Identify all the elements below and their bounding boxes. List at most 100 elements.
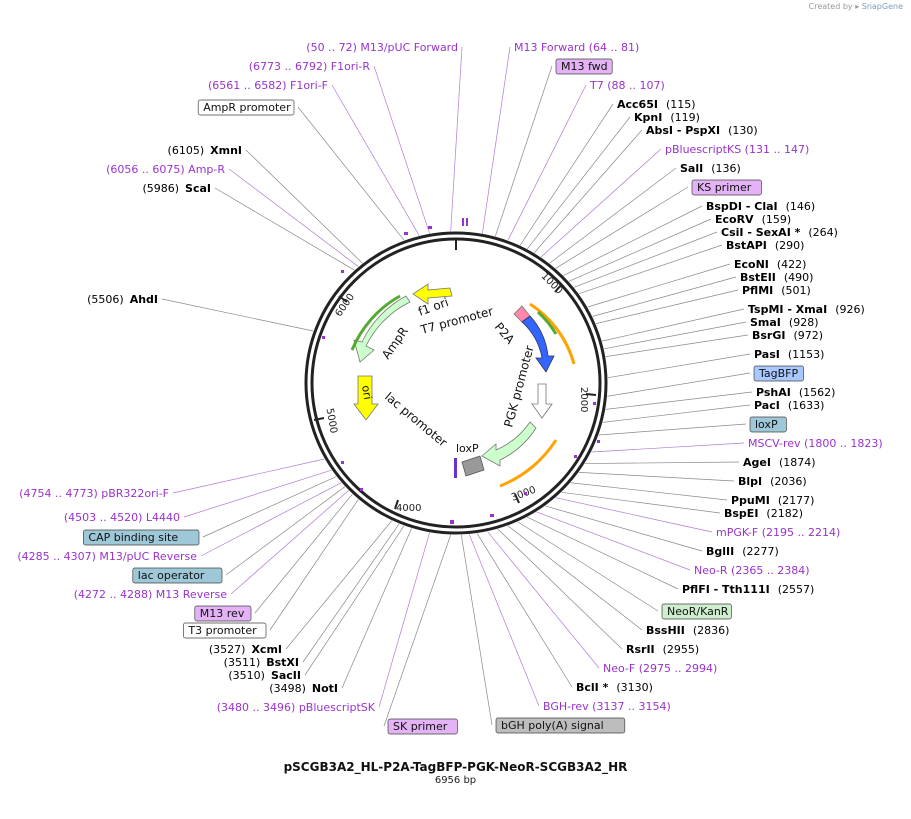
enzyme-label-noti: (3498)NotI [269,682,338,695]
svg-text:lac operator: lac operator [138,569,205,582]
leader-line [507,525,643,631]
feature-box-cap-binding-site: CAP binding site [83,529,200,546]
primer-label-bgh-rev-3137-3154: BGH-rev (3137 .. 3154) [543,700,671,713]
svg-text:M13 fwd: M13 fwd [561,60,608,73]
label-loxp: loxP [456,442,479,455]
feature-box-lac-operator: lac operator [132,567,223,584]
leader-line [604,321,747,350]
leader-line [495,65,553,237]
feature-box-neor-kanr: NeoR/KanR [661,603,732,620]
leader-line [302,523,400,663]
enzyme-label-absi-pspxi: AbsI - PspXI(130) [646,124,758,137]
primer-site-marks [322,218,600,524]
leader-line [214,187,355,271]
leader-line [254,493,353,614]
enzyme-label-bsteii: BstEII(490) [740,271,813,284]
leader-line [172,458,325,494]
enzyme-label-ppumi: PpuMI(2177) [731,494,814,507]
leader-line [245,149,363,264]
svg-text:KS primer: KS primer [697,181,752,194]
leader-line [482,46,511,234]
primer-label-50-72-m13-puc-forward: (50 .. 72) M13/pUC Forward [306,41,458,54]
tick-3000: 3000 [510,485,538,504]
primer-arrows [350,294,576,488]
label-ori: ori [359,384,374,400]
leader-line [487,531,600,669]
leader-line [545,505,703,552]
label-p2a: P2A [492,320,518,347]
leader-line [561,491,721,514]
primer-label-pbluescriptks-131-147: pBluescriptKS (131 .. 147) [665,143,809,156]
leader-line [527,516,679,590]
primer-label-6773-6792-f1ori-r: (6773 .. 6792) F1ori-R [249,60,371,73]
leader-line [378,532,430,708]
leader-line [549,167,677,264]
leader-line [450,46,463,232]
leader-line [331,84,420,236]
leader-line [563,205,703,276]
enzyme-label-sali: SalI(136) [680,162,741,175]
feature-f1-ori: f1 ori [412,283,453,319]
enzyme-label-paci: PacI(1633) [754,399,824,412]
leader-line [573,231,718,288]
svg-text:M13 rev: M13 rev [200,607,245,620]
enzyme-label-bstxi: (3511)BstXI [224,656,299,669]
enzyme-label-bglii: BglII(2277) [706,545,779,558]
leader-line [230,490,349,595]
tick-5000: 5000 [324,407,339,434]
leader-line [578,471,735,482]
primer-label-4754-4773-pbr322ori-f: (4754 .. 4773) pBR322ori-F [19,487,169,500]
leader-line [605,391,753,410]
leader-line [607,353,751,379]
leader-line [527,116,631,250]
leader-line [595,289,739,324]
leader-line [304,525,405,676]
feature-box-ks-primer: KS primer [691,179,762,196]
leader-line [605,334,749,357]
leader-line [161,298,314,332]
leader-line [602,404,751,423]
plasmid-name: pSCGB3A2_HL-P2A-TagBFP-PGK-NeoR-SCGB3A2_… [283,760,628,774]
leader-line [269,499,359,631]
enzyme-label-kpni: KpnI(119) [634,111,700,124]
svg-text:SK primer: SK primer [393,720,448,733]
leader-line [570,482,728,501]
tick-4000: 4000 [396,503,421,514]
leader-line [183,469,332,518]
leader-line [534,129,643,253]
leader-line [540,148,662,258]
feature-neor [481,421,537,467]
leader-line [598,423,747,436]
label-lac-promoter: lac promoter [382,390,450,450]
feature-box-m13-rev: M13 rev [194,605,252,622]
primer-label-4272-4288-m13-reverse: (4272 .. 4288) M13 Reverse [74,588,227,601]
feature-loxp: loxP [454,442,485,478]
leader-line [555,186,689,269]
enzyme-label-xmni: (6105)XmnI [168,144,242,157]
leader-line [476,533,573,688]
svg-text:bGH poly(A) signal: bGH poly(A) signal [501,719,604,732]
credit-prefix: Created by [808,2,853,11]
feature-box-t3-promoter: T3 promoter [183,622,267,639]
leader-line [202,476,337,538]
plasmid-backbone [304,231,608,535]
svg-text:TagBFP: TagBFP [758,367,798,380]
feature-ori: ori [353,375,379,421]
position-ticks [313,239,597,510]
leader-line [584,461,740,464]
leader-line [228,168,359,267]
leader-line [468,534,540,707]
enzyme-label-econi: EcoNI(422) [734,258,806,271]
leader-line [555,497,713,533]
enzyme-label-rsrii: RsrII(2955) [626,643,699,656]
svg-text:loxP: loxP [755,418,778,431]
primer-label-t7-88-107: T7 (88 .. 107) [589,79,665,92]
enzyme-label-bspdi-clai: BspDI - ClaI(146) [706,200,815,213]
leader-line [497,528,623,650]
snapgene-credit: Created by ▸ SnapGene [808,2,903,11]
label-pgk-promoter: PGK promoter [501,344,536,429]
credit-brand: SnapGene [861,2,903,11]
feature-tagbfp [521,315,555,373]
